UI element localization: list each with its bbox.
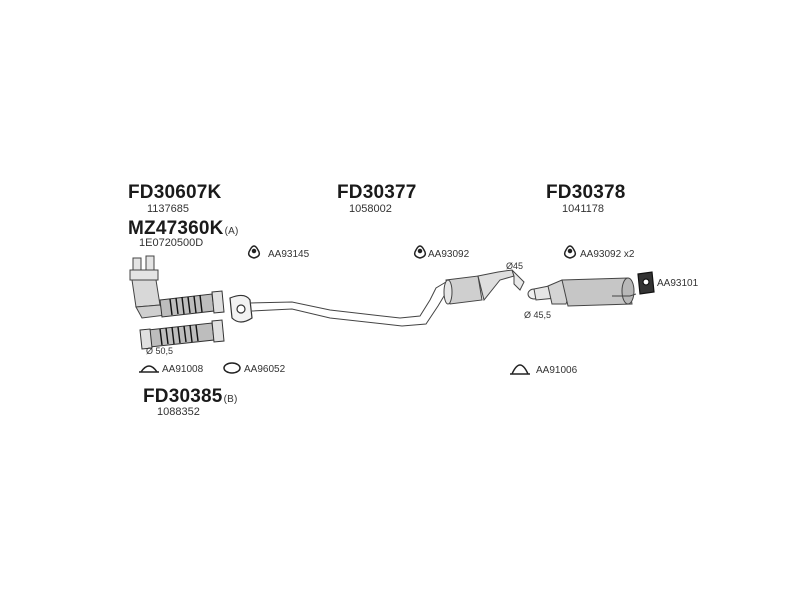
accessory-label-clamp-1: AA91008 <box>162 364 204 375</box>
flex-pipe-lower-drawing <box>139 319 225 350</box>
hanger-rubber-icon <box>247 245 261 259</box>
part-ref-middle: 1058002 <box>349 203 392 215</box>
diameter-label-rear: Ø 45,5 <box>524 310 552 320</box>
accessory-label-mount: AA93101 <box>657 278 699 289</box>
accessory-label-gasket: AA96052 <box>244 364 286 375</box>
accessory-label-clamp-2: AA91006 <box>536 365 578 376</box>
part-code-rear: FD30378 <box>546 182 626 203</box>
accessory-label-hanger-3: AA93092 x2 <box>580 249 635 260</box>
accessory-label-hanger-2: AA93092 <box>428 249 470 260</box>
clamp-icon <box>139 365 159 373</box>
hanger-rubber-icon <box>563 245 577 259</box>
catalytic-converter-drawing <box>129 255 167 319</box>
part-code-middle: FD30377 <box>337 182 417 203</box>
gasket-icon <box>223 362 241 374</box>
middle-silencer-drawing <box>443 269 525 305</box>
part-ref-flex: 1088352 <box>157 406 200 418</box>
accessory-label-hanger-1: AA93145 <box>268 249 310 260</box>
part-ref-rear: 1041178 <box>562 203 605 215</box>
part-code-catalyst: FD30607K <box>128 182 222 203</box>
diameter-label-middle: Ø45 <box>506 261 524 271</box>
mounting-block-icon <box>637 271 655 295</box>
part-code-suffix: (A) <box>224 226 239 237</box>
rear-silencer-drawing <box>527 277 637 307</box>
part-code-text: MZ47360K <box>128 218 224 239</box>
flex-pipe-upper-drawing <box>159 290 225 318</box>
part-ref-catalyst: 1137685 <box>147 203 190 215</box>
part-ref-front-pipe: 1E0720500D <box>139 237 204 249</box>
part-code-front-pipe: MZ47360K(A) <box>128 219 239 238</box>
diameter-label-front: Ø 50,5 <box>146 346 174 356</box>
part-code-suffix: (B) <box>223 394 238 405</box>
hanger-rubber-icon <box>413 245 427 259</box>
clamp-icon <box>510 364 530 375</box>
part-code-text: FD30385 <box>143 386 223 407</box>
middle-pipe-drawing <box>249 281 449 327</box>
part-code-flex: FD30385(B) <box>143 387 238 406</box>
flange-drawing <box>229 294 253 323</box>
